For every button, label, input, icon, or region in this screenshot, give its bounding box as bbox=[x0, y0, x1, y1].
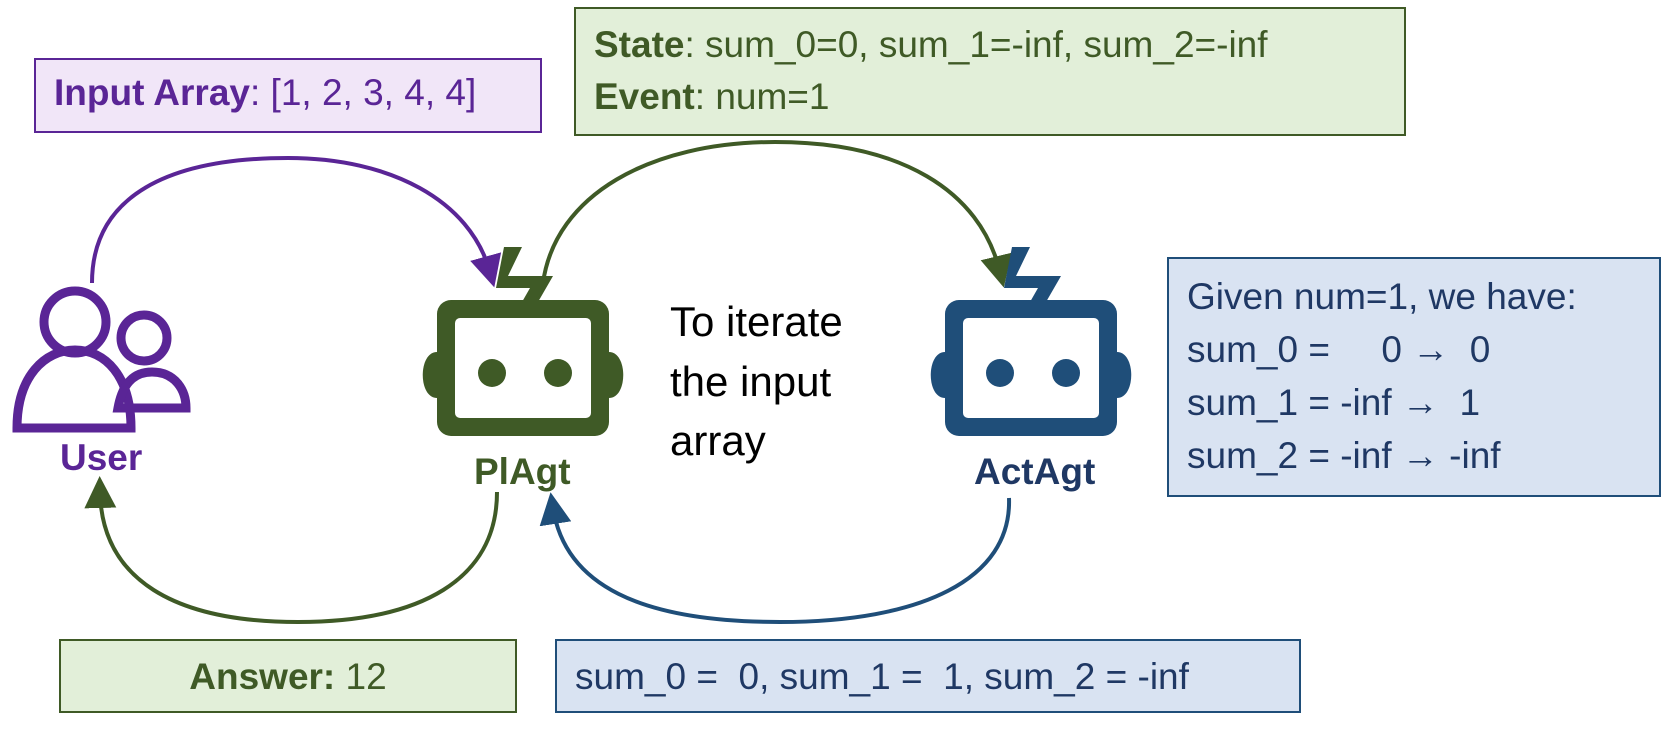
event-line: Event: num=1 bbox=[594, 71, 1404, 123]
result-box: sum_0 = 0, sum_1 = 1, sum_2 = -inf bbox=[555, 639, 1301, 713]
state-value: : sum_0=0, sum_1=-inf, sum_2=-inf bbox=[684, 24, 1268, 65]
input-array-box: Input Array: [1, 2, 3, 4, 4] bbox=[34, 58, 542, 133]
user-label: User bbox=[60, 437, 143, 478]
computation-line: sum_1 = -inf → 1 bbox=[1187, 381, 1481, 423]
note-line: array bbox=[670, 417, 766, 465]
planner-agent-label: PlAgt bbox=[474, 451, 571, 492]
note-line: the input bbox=[670, 357, 832, 405]
input-array-label: Input Array bbox=[54, 72, 250, 113]
computation-line: sum_2 = -inf → -inf bbox=[1187, 434, 1501, 476]
input-array-value: : [1, 2, 3, 4, 4] bbox=[249, 72, 477, 113]
computation-line: Given num=1, we have: bbox=[1187, 276, 1577, 317]
answer-box: Answer: 12 bbox=[59, 639, 517, 713]
event-value: : num=1 bbox=[694, 75, 830, 117]
computation-line: sum_0 = 0 → 0 bbox=[1187, 328, 1491, 370]
note-line: To iterate bbox=[670, 298, 843, 345]
arrow-planner-to-actor bbox=[541, 139, 1012, 288]
result-value: sum_0 = 0, sum_1 = 1, sum_2 = -inf bbox=[575, 656, 1189, 697]
actor-computation-box: Given num=1, we have: sum_0 = 0 → 0 sum_… bbox=[1167, 257, 1661, 497]
answer-label: Answer: bbox=[189, 656, 336, 697]
state-event-box: State: sum_0=0, sum_1=-inf, sum_2=-inf E… bbox=[574, 7, 1406, 136]
state-line: State: sum_0=0, sum_1=-inf, sum_2=-inf bbox=[594, 19, 1404, 71]
arrow-user-to-planner bbox=[90, 155, 502, 288]
robot-icon bbox=[930, 247, 1132, 436]
actor-agent-label: ActAgt bbox=[974, 451, 1096, 492]
robot-icon bbox=[422, 247, 624, 436]
event-label: Event bbox=[594, 75, 695, 117]
answer-value: 12 bbox=[335, 656, 387, 697]
arrow-actor-to-planner bbox=[539, 492, 1012, 625]
state-label: State bbox=[594, 24, 685, 65]
planner-instruction-note: To iterate the input array bbox=[670, 292, 843, 471]
users-icon bbox=[12, 286, 191, 433]
arrow-planner-to-user bbox=[84, 476, 499, 625]
